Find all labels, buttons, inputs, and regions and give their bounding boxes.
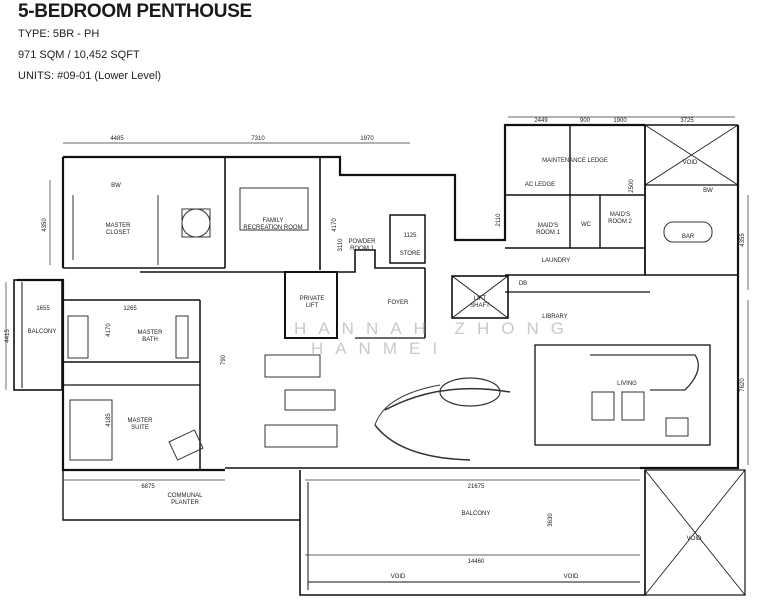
watermark-line-2: HANMEI [311, 339, 449, 358]
dim-14460: 14460 [468, 559, 485, 565]
dim-3630: 3630 [548, 513, 554, 527]
watermark-line-1: HANNAH ZHONG [294, 319, 576, 338]
room-label-library: LIBRARY [542, 314, 568, 320]
room-label-balcony-left: BALCONY [28, 329, 57, 335]
room-label-void-bottom: VOID [687, 536, 702, 542]
room-label-void-b2: VOID [564, 574, 579, 580]
dim-2110: 2110 [496, 213, 502, 227]
dim-4415: 4415 [5, 329, 11, 343]
dim-6875: 6875 [141, 484, 155, 490]
room-label-void-b1: VOID [391, 574, 406, 580]
dim-4170-a: 4170 [332, 218, 338, 232]
dim-1655: 1655 [36, 306, 50, 312]
room-label-wc: WC [581, 222, 592, 228]
dim-900: 900 [580, 118, 591, 124]
dim-4170-b: 4170 [106, 323, 112, 337]
header: 5-BEDROOM PENTHOUSE TYPE: 5BR - PH 971 S… [18, 0, 252, 91]
dimension-labels: 4485 7310 1970 2449 900 1900 3725 4350 4… [5, 118, 746, 565]
dim-1900: 1900 [613, 118, 627, 124]
dim-7310: 7310 [251, 136, 265, 142]
furniture [67, 187, 713, 461]
room-label-void-top: VOID [683, 160, 698, 166]
dim-2500: 2500 [629, 179, 635, 193]
room-label-store: STORE [400, 251, 421, 257]
dim-790: 790 [221, 354, 227, 365]
room-label-ac-ledge: AC LEDGE [525, 182, 555, 188]
room-label-db: DB [519, 281, 527, 287]
dim-7620: 7620 [740, 378, 746, 392]
dim-3110: 3110 [338, 238, 344, 252]
room-label-bw-top: BW [111, 183, 121, 189]
unit-numbers: UNITS: #09-01 (Lower Level) [18, 70, 162, 82]
dimension-lines [5, 116, 749, 556]
dim-1265: 1265 [123, 306, 137, 312]
room-label-bar: BAR [682, 234, 695, 240]
dim-1125: 1125 [404, 233, 418, 239]
dim-4350: 4350 [42, 218, 48, 232]
dim-3725: 3725 [680, 118, 694, 124]
room-label-bw-right: BW [703, 188, 713, 194]
room-label-balcony-bottom: BALCONY [462, 511, 491, 517]
walls [13, 123, 746, 596]
dim-4355: 4355 [740, 233, 746, 247]
unit-type: TYPE: 5BR - PH [18, 28, 100, 40]
dim-4185: 4185 [106, 413, 112, 427]
room-label-living: LIVING [617, 381, 637, 387]
room-label-foyer: FOYER [388, 300, 409, 306]
unit-area: 971 SQM / 10,452 SQFT [18, 49, 140, 61]
room-label-maintenance-ledge: MAINTENANCE LEDGE [542, 158, 608, 164]
room-label-laundry: LAUNDRY [542, 258, 571, 264]
dim-4485: 4485 [110, 136, 124, 142]
dim-2449: 2449 [534, 118, 548, 124]
page-title: 5-BEDROOM PENTHOUSE [18, 1, 252, 22]
dim-21675: 21675 [468, 484, 485, 490]
dim-1970: 1970 [360, 136, 374, 142]
